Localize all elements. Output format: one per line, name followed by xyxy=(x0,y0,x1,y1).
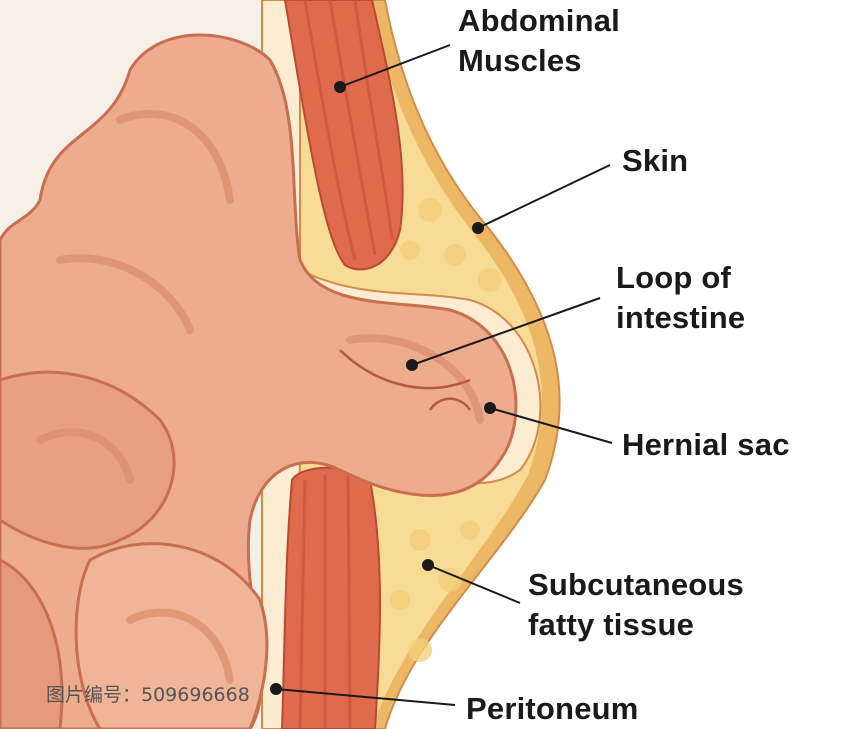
label-line: Subcutaneous xyxy=(528,567,744,602)
label-line: Abdominal xyxy=(458,3,620,38)
label-hernial-sac: Hernial sac xyxy=(622,427,790,462)
upper-muscle xyxy=(283,0,404,271)
label-subcutaneous-fatty-tissue: Subcutaneous fatty tissue xyxy=(528,565,744,645)
label-line: fatty tissue xyxy=(528,607,695,642)
lower-muscle xyxy=(280,466,381,729)
label-skin: Skin xyxy=(622,143,689,178)
watermark: 图片编号：509696668 xyxy=(46,684,250,706)
label-line: intestine xyxy=(616,300,746,335)
label-line: Loop of xyxy=(616,260,732,295)
label-abdominal-muscles: Abdominal Muscles xyxy=(458,1,620,81)
leader-lines xyxy=(270,44,613,706)
label-loop-of-intestine: Loop of intestine xyxy=(616,258,745,338)
label-peritoneum: Peritoneum xyxy=(466,691,639,726)
label-line: Muscles xyxy=(458,43,582,78)
intestine-coils xyxy=(0,33,518,729)
